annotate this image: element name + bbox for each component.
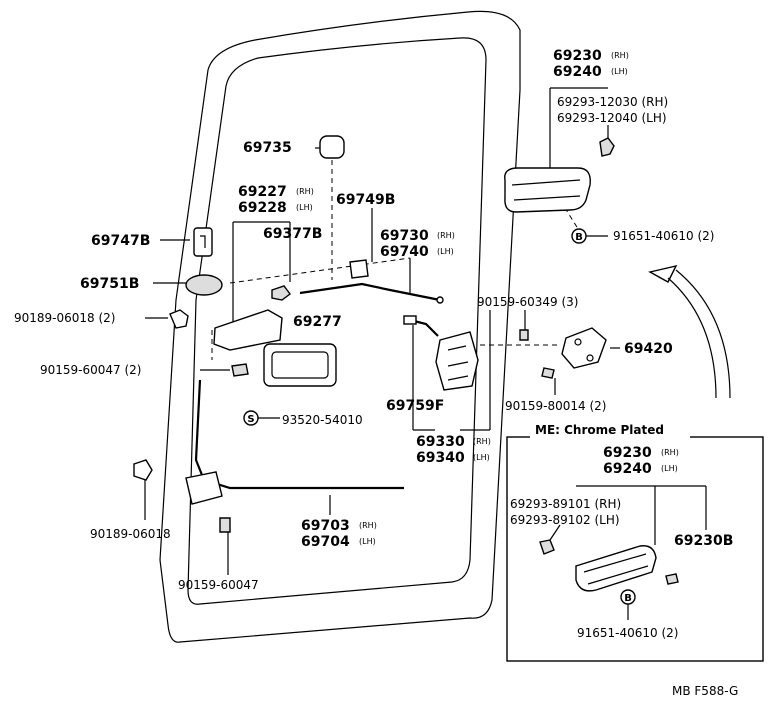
label-69735: 69735 [243, 140, 292, 156]
label-69277: 69277 [293, 314, 342, 330]
svg-text:(LH): (LH) [359, 537, 376, 546]
chrome-plated-inset: ME: Chrome Plated 69230 (RH) 69240 (LH) … [506, 422, 764, 662]
inset-label-91651: 91651-40610 (2) [577, 626, 679, 640]
leader-lines [144, 87, 620, 575]
part-69377B [271, 285, 291, 301]
part-labels: 69230 (RH) 69240 (LH) 69293-12030 (RH) 6… [14, 48, 715, 592]
label-90189-06018-2: 90189-06018 (2) [14, 311, 116, 325]
label-69330: 69330 [416, 434, 465, 450]
label-90159-60047: 90159-60047 [178, 578, 259, 592]
svg-text:(LH): (LH) [296, 203, 313, 212]
label-69293-12040: 69293-12040 (LH) [557, 111, 667, 125]
label-69749B: 69749B [336, 192, 395, 208]
label-69228: 69228 [238, 200, 287, 216]
label-69704: 69704 [301, 534, 350, 550]
svg-text:(LH): (LH) [437, 247, 454, 256]
label-93520-54010: 93520-54010 [282, 413, 363, 427]
screw-90159-60047 [219, 517, 231, 533]
svg-text:(LH): (LH) [611, 67, 628, 76]
label-69740: 69740 [380, 244, 429, 260]
direction-arrow [648, 264, 678, 283]
svg-text:(RH): (RH) [437, 231, 455, 240]
inset-title: ME: Chrome Plated [535, 423, 664, 437]
label-90159-60349: 90159-60349 (3) [477, 295, 579, 309]
symbol-b-top: B [571, 228, 587, 244]
inset-label-69240: 69240 [603, 461, 652, 477]
part-69277 [213, 309, 283, 351]
figure-code: MB F588-G [672, 684, 738, 698]
outside-handle-top [504, 167, 591, 213]
label-69240-top: 69240 [553, 64, 602, 80]
svg-text:(LH): (LH) [473, 453, 490, 462]
label-69751B: 69751B [80, 276, 139, 292]
part-69747B [193, 227, 213, 257]
inset-screw [665, 573, 679, 585]
inset-label-69293-89102: 69293-89102 (LH) [510, 513, 620, 527]
part-69749B [349, 259, 369, 279]
symbol-s: S [243, 410, 259, 426]
inside-handle [263, 343, 337, 387]
door-panel-outline [159, 10, 521, 643]
label-69420: 69420 [624, 341, 673, 357]
rod-bellcrank [185, 471, 223, 505]
screw-90159-60047-2 [231, 363, 249, 377]
inset-handle [575, 545, 657, 592]
svg-text:(LH): (LH) [661, 464, 678, 473]
svg-text:(RH): (RH) [296, 187, 314, 196]
svg-text:(RH): (RH) [473, 437, 491, 446]
parts [133, 135, 731, 533]
inset-label-69230B: 69230B [674, 533, 733, 549]
label-90189-06018: 90189-06018 [90, 527, 171, 541]
svg-text:(RH): (RH) [611, 51, 629, 60]
label-69230-top: 69230 [553, 48, 602, 64]
svg-text:(RH): (RH) [661, 448, 679, 457]
label-69703: 69703 [301, 518, 350, 534]
inset-clip [539, 539, 555, 555]
rod-69730 [299, 282, 441, 302]
rod-69703 [194, 379, 404, 490]
label-69759F: 69759F [386, 398, 444, 414]
screw-90159-60349 [519, 329, 529, 341]
label-69377B: 69377B [263, 226, 322, 242]
svg-text:B: B [624, 593, 632, 604]
svg-text:S: S [247, 414, 254, 425]
label-69227: 69227 [238, 184, 287, 200]
clip-90189-06018 [133, 459, 153, 481]
label-91651-top: 91651-40610 (2) [613, 229, 715, 243]
striker-69420 [561, 327, 607, 369]
svg-text:(RH): (RH) [359, 521, 377, 530]
label-69730: 69730 [380, 228, 429, 244]
label-69340: 69340 [416, 450, 465, 466]
label-90159-80014: 90159-80014 (2) [505, 399, 607, 413]
inset-label-69230: 69230 [603, 445, 652, 461]
label-90159-60047-2: 90159-60047 (2) [40, 363, 142, 377]
label-69293-12030: 69293-12030 (RH) [557, 95, 668, 109]
part-69751B [185, 274, 223, 296]
part-69735 [319, 135, 345, 159]
inset-label-69293-89101: 69293-89101 (RH) [510, 497, 621, 511]
label-69747B: 69747B [91, 233, 150, 249]
lock-69330 [435, 331, 479, 391]
screw-90159-80014 [541, 367, 555, 379]
svg-text:B: B [575, 232, 583, 243]
part-90189-clip [169, 309, 189, 329]
